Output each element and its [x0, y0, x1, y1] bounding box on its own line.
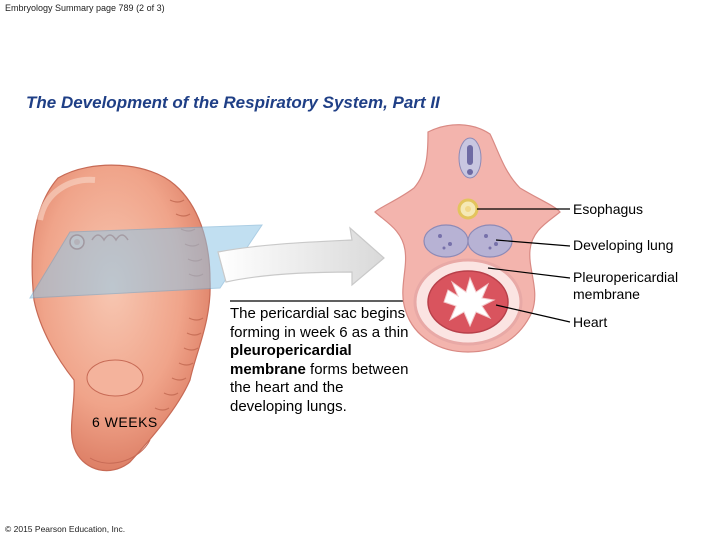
caption-part-1: The pericardial sac begins forming in we…: [230, 305, 409, 341]
leader-lung: [495, 239, 571, 247]
slide-title: The Development of the Respiratory Syste…: [26, 93, 440, 112]
page-header: Embryology Summary page 789 (2 of 3): [5, 3, 165, 13]
copyright-notice: © 2015 Pearson Education, Inc.: [5, 524, 126, 534]
section-plane: [29, 224, 263, 299]
label-heart: Heart: [573, 314, 608, 330]
label-pleuropericardial-membrane: Pleuropericardial membrane: [573, 269, 678, 303]
direction-arrow: [217, 226, 385, 287]
embryo-age-label: 6 WEEKS: [92, 414, 158, 430]
label-developing-lung: Developing lung: [573, 237, 674, 253]
caption-text: The pericardial sac begins forming in we…: [230, 305, 410, 416]
label-pleuro-line-2: membrane: [573, 286, 640, 302]
caption-bold-term: pleuropericardial membrane: [230, 342, 352, 378]
cross-section: [374, 124, 561, 353]
caption-part-2: forms between the heart and the developi…: [230, 360, 409, 415]
label-pleuro-line-1: Pleuropericardial: [573, 269, 679, 285]
leader-heart: [495, 304, 571, 323]
leader-pleuro: [487, 267, 571, 279]
label-esophagus: Esophagus: [573, 201, 644, 217]
